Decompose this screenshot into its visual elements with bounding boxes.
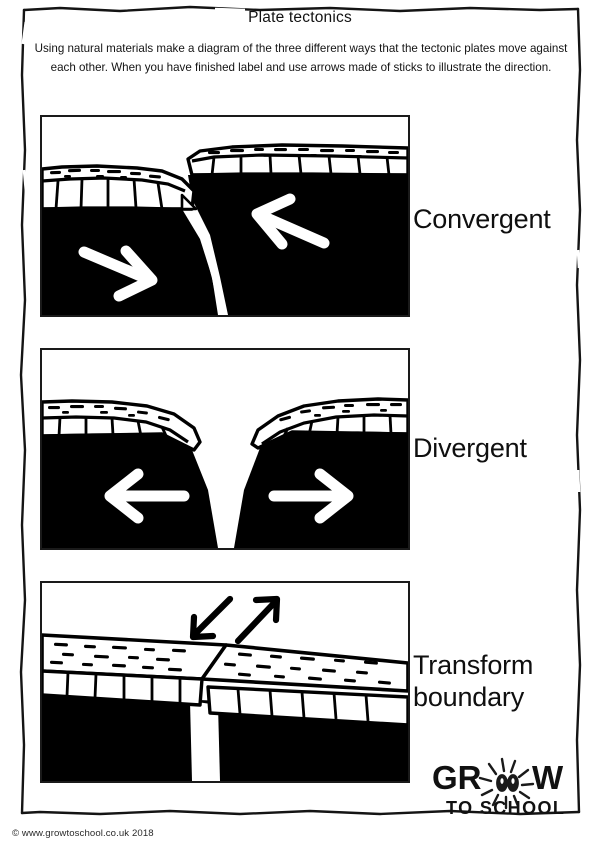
arrow-divergent-right [268,468,354,524]
arrow-convergent-left [78,245,158,302]
diagram-panel-divergent [40,348,410,550]
diagram-panel-convergent [40,115,410,317]
arrow-convergent-right [251,193,330,250]
page-title: Plate tectonics [248,9,352,26]
label-convergent: Convergent [413,204,551,234]
sprouting-seed-icon [478,757,535,810]
label-transform-boundary: Transform boundary [413,650,534,712]
arrow-divergent-left [104,468,190,524]
instructions-text: Using natural materials make a diagram o… [34,42,568,74]
brand-logo: GR W [432,757,580,819]
arrow-transform-left [189,595,234,641]
diagram-panel-transform [40,581,410,783]
arrow-transform-right [234,595,281,645]
logo-text-to-school: TO SCHOOL [446,798,565,818]
logo-text-grow-start: GR [432,759,482,796]
footer-copyright: © www.growtoschool.co.uk 2018 [12,828,154,839]
logo-text-grow-end: W [532,759,564,796]
label-divergent: Divergent [413,433,527,463]
